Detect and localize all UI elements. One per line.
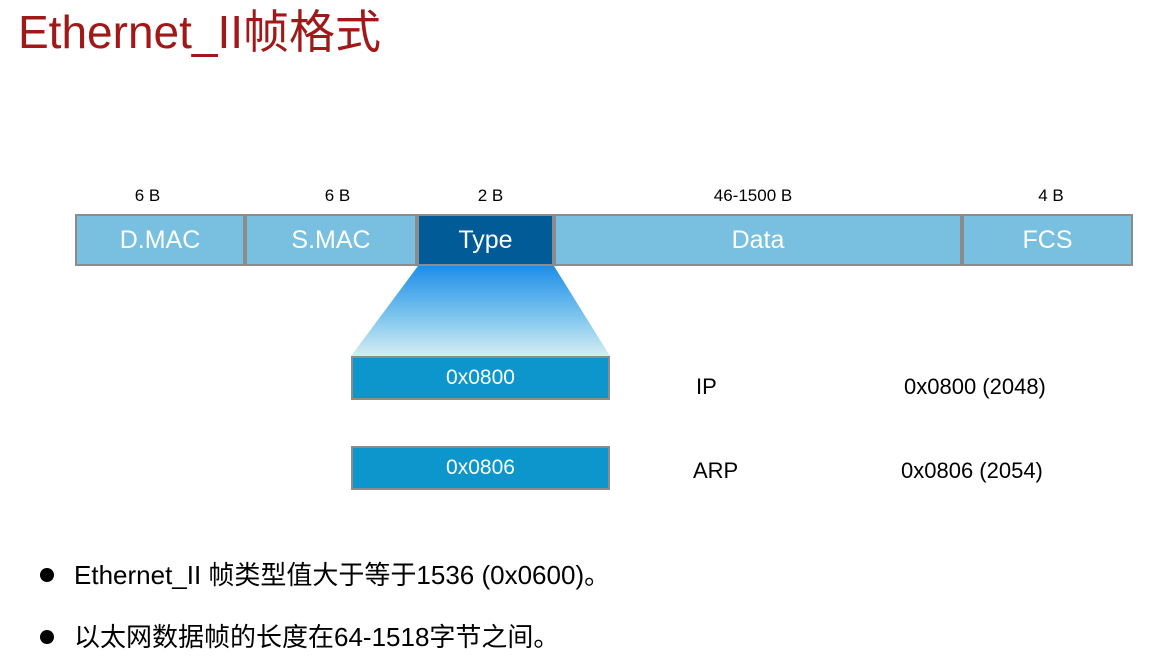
type-code-arp: 0x0806 (351, 446, 610, 490)
fcs-field: FCS (962, 214, 1133, 266)
type-code-ip: 0x0800 (351, 356, 610, 400)
funnel-shape (351, 266, 610, 356)
type-value-ip: 0x0800 (2048) (904, 374, 1046, 399)
bullet-dot-icon (40, 630, 54, 644)
fcs-size-label: 4 B (1038, 186, 1064, 205)
smac-field: S.MAC (245, 214, 417, 266)
bullet-item-frame-length: 以太网数据帧的长度在64-1518字节之间。 (40, 621, 559, 653)
smac-size-label: 6 B (324, 186, 351, 205)
protocol-ip-label: IP (696, 374, 717, 399)
data-field: Data (554, 214, 962, 266)
page-title: Ethernet_II帧格式 (18, 6, 382, 58)
type-field: Type (417, 214, 554, 266)
type-size-label: 2 B (477, 186, 504, 205)
bullet-item-type-value: Ethernet_II 帧类型值大于等于1536 (0x0600)。 (40, 559, 610, 591)
data-size-label: 46-1500 B (713, 186, 793, 205)
bullet-text-type-value: Ethernet_II 帧类型值大于等于1536 (0x0600)。 (74, 560, 611, 590)
dmac-field: D.MAC (75, 214, 245, 266)
protocol-arp-label: ARP (693, 458, 739, 483)
type-value-arp: 0x0806 (2054) (901, 458, 1043, 483)
bullet-text-frame-length: 以太网数据帧的长度在64-1518字节之间。 (74, 622, 560, 652)
dmac-size-label: 6 B (134, 186, 161, 205)
bullet-dot-icon (40, 568, 54, 582)
